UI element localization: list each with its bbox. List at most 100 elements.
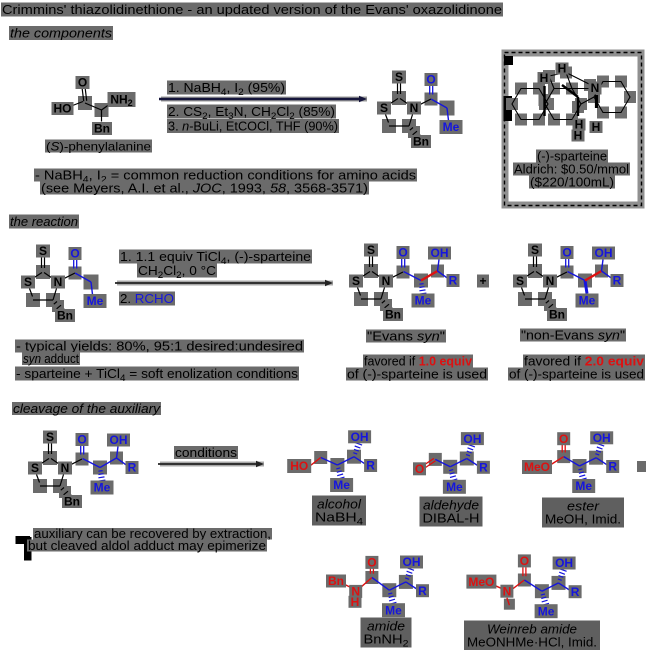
svg-text:OH: OH [463, 432, 481, 446]
svg-text:R: R [571, 585, 580, 599]
svg-text:S: S [367, 243, 375, 257]
svg-text:S: S [516, 274, 524, 288]
svg-text:Bn: Bn [94, 122, 110, 136]
svg-text:R: R [479, 461, 488, 475]
svg-text:H: H [574, 129, 583, 143]
svg-text:OH: OH [351, 430, 369, 444]
svg-text:O: O [520, 554, 529, 568]
svg-text:amide: amide [367, 619, 405, 633]
svg-text:favored if 1.0 equiv: favored if 1.0 equiv [364, 354, 472, 368]
svg-text:Me: Me [415, 294, 432, 308]
svg-text:"non-Evans syn": "non-Evans syn" [521, 328, 625, 342]
svg-text:OH: OH [593, 431, 611, 445]
svg-text:H: H [592, 120, 601, 134]
svg-text:OH: OH [595, 246, 613, 260]
svg-text:O: O [77, 433, 86, 447]
svg-text:S: S [31, 461, 39, 475]
svg-text:N: N [410, 101, 419, 115]
svg-text:HO: HO [290, 459, 308, 473]
svg-text:syn adduct: syn adduct [23, 352, 79, 366]
svg-text:auxiliary can be recovered by: auxiliary can be recovered by extraction… [34, 527, 271, 541]
svg-text:of (-)-sparteine is used: of (-)-sparteine is used [347, 367, 487, 381]
svg-text:Aldrich: $0.50/mmol: Aldrich: $0.50/mmol [514, 162, 629, 176]
svg-text:MeONHMe·HCl, Imid.: MeONHMe·HCl, Imid. [467, 635, 597, 649]
svg-text:R: R [366, 459, 375, 473]
svg-text:O: O [559, 432, 568, 446]
svg-text:OH: OH [431, 246, 449, 260]
svg-text:ester: ester [567, 499, 600, 513]
svg-text:Bn: Bn [549, 308, 565, 322]
svg-text:Crimmins' thiazolidinethione -: Crimmins' thiazolidinethione - an update… [2, 3, 502, 17]
svg-text:S: S [531, 243, 539, 257]
svg-text:Bn: Bn [57, 309, 73, 323]
svg-text:N: N [591, 81, 600, 95]
svg-text:O: O [426, 73, 435, 87]
svg-text:S: S [380, 101, 388, 115]
svg-text:O: O [415, 462, 424, 476]
svg-text:S: S [39, 244, 47, 258]
svg-text:N: N [54, 275, 63, 289]
svg-text:OH: OH [555, 556, 573, 570]
svg-text:Bn: Bn [413, 135, 429, 149]
svg-text:S: S [352, 274, 360, 288]
svg-text:of (-)-sparteine is used: of (-)-sparteine is used [509, 367, 644, 381]
svg-text:R: R [449, 274, 458, 288]
svg-text:R: R [418, 584, 427, 598]
svg-text:($220/100mL): ($220/100mL) [530, 175, 614, 189]
svg-text:DIBAL-H: DIBAL-H [423, 511, 480, 525]
svg-text:S: S [46, 430, 54, 444]
svg-text:MeO: MeO [524, 460, 550, 474]
svg-text:N: N [382, 274, 391, 288]
svg-text:Bn: Bn [385, 308, 401, 322]
svg-text:Bn: Bn [64, 495, 80, 509]
svg-text:favored if 2.0 equiv: favored if 2.0 equiv [524, 354, 644, 368]
svg-text:2. RCHO: 2. RCHO [120, 292, 174, 306]
svg-text:Me: Me [538, 604, 555, 618]
svg-text:"Evans syn": "Evans syn" [367, 329, 445, 343]
svg-text:H: H [540, 71, 549, 85]
svg-text:N: N [61, 461, 70, 475]
svg-text:Weinreb amide: Weinreb amide [487, 622, 577, 636]
svg-text:MeO: MeO [468, 575, 494, 589]
svg-text:Me: Me [87, 294, 104, 308]
svg-text:(see Meyers, A.I. et al., JOC,: (see Meyers, A.I. et al., JOC, 1993, 58,… [41, 181, 368, 195]
svg-text:S: S [24, 275, 32, 289]
svg-text:Me: Me [575, 479, 592, 493]
svg-text:the components: the components [10, 26, 112, 40]
svg-text:(S)-phenylalanine: (S)-phenylalanine [46, 139, 151, 153]
svg-text:Me: Me [579, 294, 596, 308]
svg-text:HO: HO [54, 102, 72, 116]
svg-text:N: N [546, 274, 555, 288]
svg-text:+: + [479, 274, 486, 288]
svg-text:O: O [78, 76, 87, 90]
svg-text:O: O [398, 246, 407, 260]
svg-text:OH: OH [110, 433, 128, 447]
svg-text:- typical yields: 80%, 95:1 de: - typical yields: 80%, 95:1 desired:unde… [16, 339, 303, 353]
svg-text:OH: OH [403, 555, 421, 569]
svg-text:H: H [351, 595, 360, 609]
svg-text:alcohol: alcohol [317, 497, 362, 511]
svg-text:O: O [367, 556, 376, 570]
svg-text:O: O [562, 246, 571, 260]
svg-text:O: O [70, 247, 79, 261]
svg-text:H: H [558, 62, 567, 76]
svg-text:H: H [575, 118, 584, 132]
svg-text:Bn: Bn [328, 574, 344, 588]
svg-text:conditions: conditions [175, 446, 237, 460]
svg-text:R: R [608, 460, 617, 474]
svg-text:R: R [613, 274, 622, 288]
svg-text:(-)-sparteine: (-)-sparteine [537, 149, 607, 163]
svg-text:N: N [503, 584, 512, 598]
svg-text:S: S [395, 70, 403, 84]
svg-text:R: R [128, 461, 137, 475]
svg-text:NH2: NH2 [110, 93, 132, 109]
svg-text:Me: Me [446, 480, 463, 494]
